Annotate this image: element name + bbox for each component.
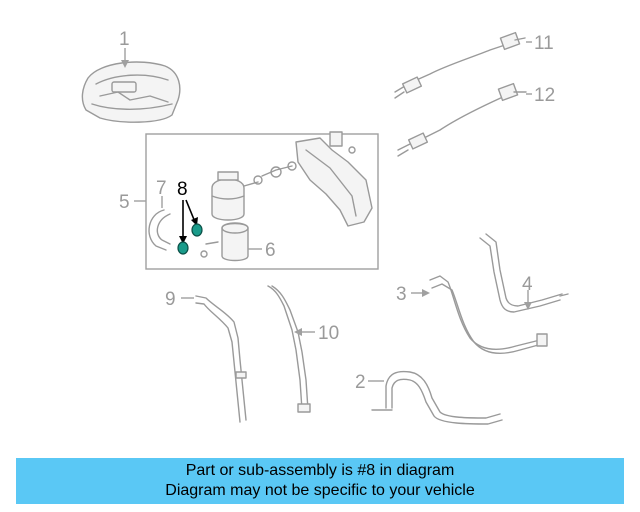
assembly-box: 5 — [119, 133, 379, 270]
part-4-pipe: 4 — [479, 233, 569, 313]
part-1-housing: 1 — [81, 29, 181, 123]
callout-6: 6 — [265, 240, 276, 261]
callout-2: 2 — [355, 372, 366, 393]
part-2-pipe: 2 — [355, 370, 503, 425]
callout-9: 9 — [165, 289, 176, 310]
part-10-tube: 10 — [267, 285, 339, 413]
banner-line-1: Part or sub-assembly is #8 in diagram — [185, 462, 455, 479]
bracket — [253, 131, 373, 227]
callout-5: 5 — [119, 192, 130, 213]
callout-12: 12 — [534, 85, 555, 106]
part-9-tube: 9 — [165, 289, 247, 423]
part-7-hose: 7 — [148, 178, 171, 251]
info-banner: Part or sub-assembly is #8 in diagram Di… — [16, 458, 624, 504]
callout-11: 11 — [534, 33, 554, 54]
callout-3: 3 — [396, 284, 407, 305]
clip-lower — [177, 241, 189, 255]
part-11-sensor: 11 — [394, 31, 554, 99]
part-3-pipe: 3 — [396, 275, 548, 354]
canister-valve — [205, 171, 259, 262]
part-6: 6 — [200, 240, 276, 261]
callout-1: 1 — [119, 29, 130, 50]
callout-8: 8 — [177, 179, 188, 200]
clip-upper — [191, 223, 203, 237]
part-12-sensor: 12 — [397, 82, 555, 157]
part-8-clips: 8 — [177, 179, 203, 255]
banner-line-2: Diagram may not be specific to your vehi… — [165, 482, 475, 499]
callout-7: 7 — [156, 178, 167, 199]
callout-4: 4 — [522, 274, 533, 295]
callout-10: 10 — [318, 323, 339, 344]
